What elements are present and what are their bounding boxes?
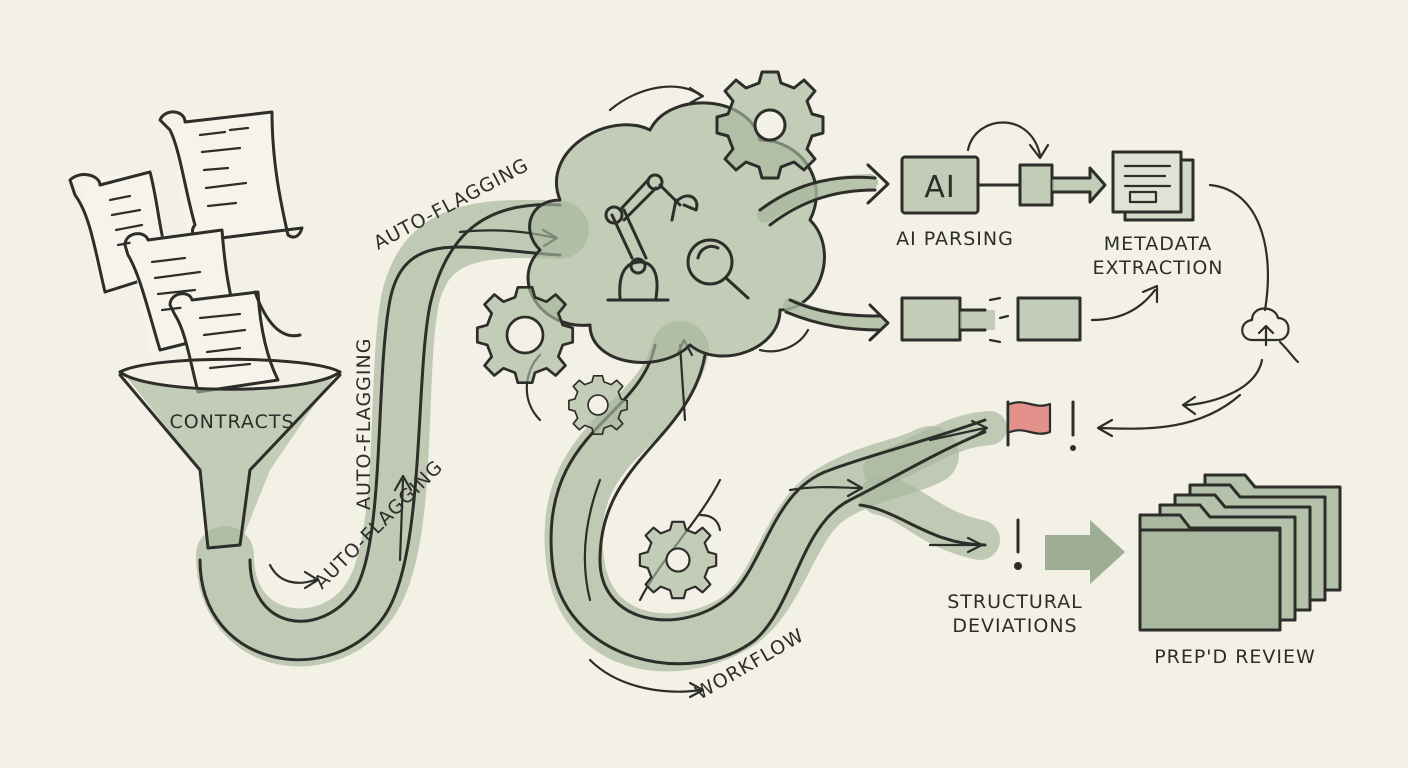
gear-icon xyxy=(475,285,575,385)
stream-band xyxy=(196,199,1007,672)
ai-box-label: AI xyxy=(924,170,955,205)
flag-icon xyxy=(1006,400,1052,447)
to-review-arrow xyxy=(1045,520,1125,584)
return-loop-down xyxy=(1183,358,1264,407)
ai-box: AI xyxy=(900,155,980,215)
to-flag-arrow xyxy=(1098,393,1242,430)
gear-motion-arrow xyxy=(698,513,722,532)
cloud-to-ai-arrow xyxy=(757,163,890,227)
document-icon xyxy=(168,290,302,394)
metadata-document-icon xyxy=(1111,150,1195,222)
to-metadata-arrow xyxy=(1050,166,1107,204)
process-node xyxy=(1018,163,1054,207)
to-metadata-up-arrow xyxy=(1090,288,1157,322)
return-loop-top xyxy=(1208,183,1269,312)
ai-parsing-label: AI PARSING xyxy=(896,228,1014,250)
loop-arrow xyxy=(966,121,1042,157)
gear-icon xyxy=(638,520,718,600)
pipe-connector xyxy=(958,296,1010,344)
return-loop-arrowhead xyxy=(1181,395,1197,416)
loop-arrow-head xyxy=(1028,143,1050,160)
folder-icon xyxy=(1138,473,1342,632)
return-loop-tail xyxy=(1278,340,1300,364)
process-node xyxy=(1016,296,1082,342)
preped-review-label: PREP'D REVIEW xyxy=(1154,646,1316,668)
metadata-label-line2: EXTRACTION xyxy=(1092,257,1223,279)
upload-cloud-icon xyxy=(1241,307,1290,347)
auto-flagging-mid-label: AUTO-FLAGGING xyxy=(353,338,375,510)
exclamation-icon xyxy=(1070,400,1076,451)
funnel-icon: CONTRACTS xyxy=(118,357,342,550)
to-flag-arrowhead xyxy=(1096,418,1114,438)
structural-label-line2: DEVIATIONS xyxy=(952,615,1077,637)
cloud-to-pipeline-arrow xyxy=(783,298,890,342)
magnifier-icon xyxy=(686,238,750,300)
document-icon xyxy=(158,110,304,245)
stream-outlines xyxy=(198,203,987,666)
gear-icon xyxy=(568,375,628,435)
contracts-label: CONTRACTS xyxy=(169,411,294,433)
process-node xyxy=(900,296,962,342)
metadata-label-line1: METADATA xyxy=(1104,233,1212,255)
robot-arm-icon xyxy=(604,173,699,302)
gear-icon xyxy=(715,70,825,180)
to-metadata-up-arrowhead xyxy=(1141,284,1159,304)
exclamation-icon xyxy=(1014,518,1022,570)
structural-label-line1: STRUCTURAL xyxy=(947,591,1083,613)
